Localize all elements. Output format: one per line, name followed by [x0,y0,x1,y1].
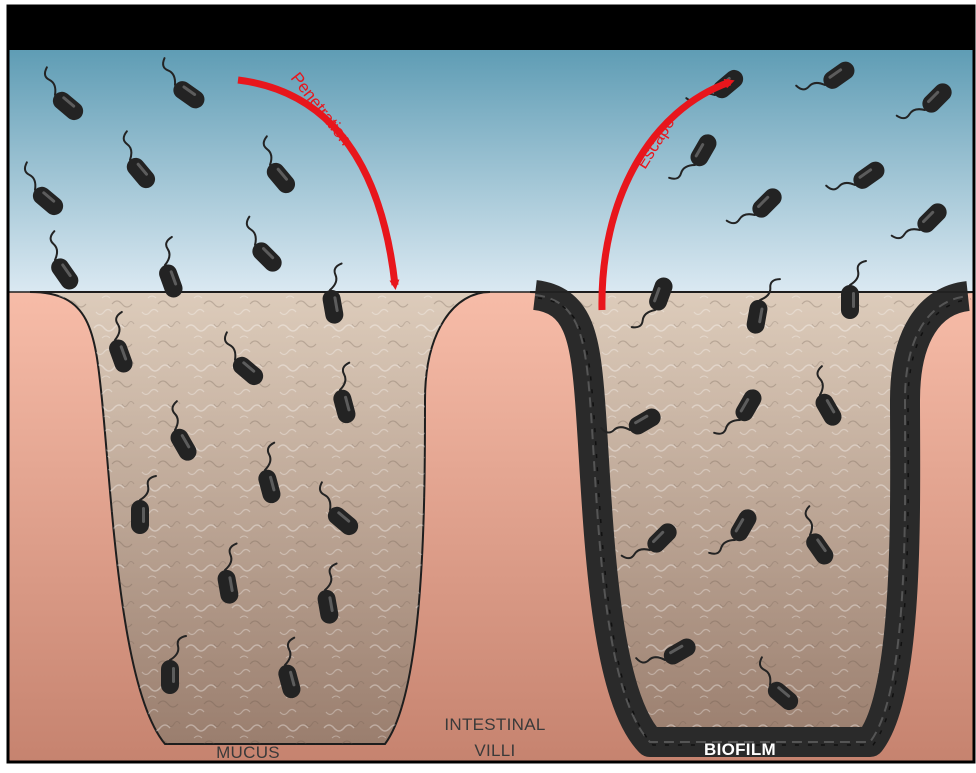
biofilm-label: BIOFILM [704,740,776,759]
intestinal-villi-label-line2: VILLI [474,741,515,760]
top-black-bar [8,6,974,50]
mucus-label: MUCUS [216,743,280,762]
intestinal-villi-label-line1: INTESTINAL [444,715,545,734]
